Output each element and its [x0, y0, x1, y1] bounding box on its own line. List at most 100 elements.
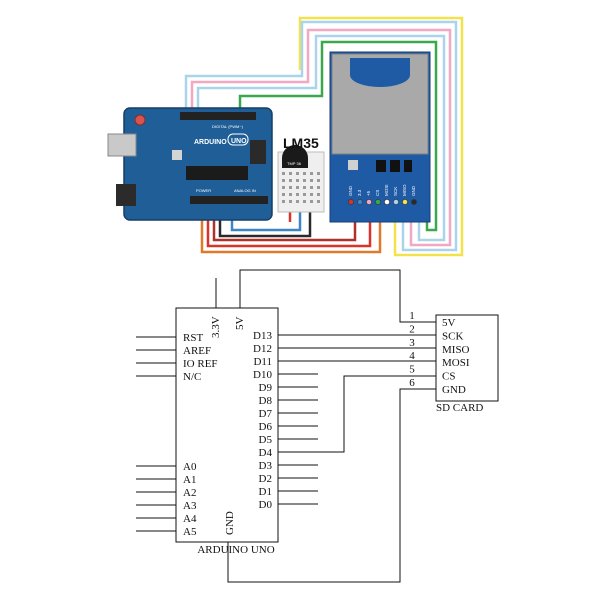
- connector-number: 6: [409, 377, 415, 389]
- sd-pin-dot: [375, 199, 381, 205]
- breadboard-hole: [310, 193, 313, 196]
- connector-number: 2: [409, 323, 415, 335]
- digital-pin-label: D11: [253, 356, 272, 368]
- digital-pin-label: D6: [259, 421, 273, 433]
- arduino-brand: ARDUINO: [194, 139, 227, 146]
- breadboard-hole: [282, 172, 285, 175]
- sd-pin-dot: [384, 199, 390, 205]
- cs-wire: [278, 375, 436, 453]
- arduino-schematic-title: ARDUINO UNO: [197, 544, 274, 556]
- arduino-sub-label: DIGITAL (PWM~): [212, 124, 244, 129]
- wire-black: [218, 205, 312, 238]
- arduino-board: ARDUINO UNO DIGITAL (PWM~) POWER ANALOG …: [107, 107, 273, 221]
- digital-pin-label: D9: [259, 382, 273, 394]
- analog-pin-label: A4: [183, 513, 197, 525]
- breadboard-hole: [303, 172, 306, 175]
- breadboard-hole: [317, 186, 320, 189]
- arduino-schematic-box: [175, 307, 279, 543]
- sd-schematic-pin-label: SCK: [442, 330, 463, 342]
- digital-pin-label: D1: [259, 486, 272, 498]
- breadboard-holes: [282, 172, 320, 203]
- sd-pin-label: CS: [375, 190, 380, 196]
- wiring-illustration: ARDUINO UNO DIGITAL (PWM~) POWER ANALOG …: [107, 16, 464, 257]
- wire-light-blue-2: [196, 34, 446, 242]
- connector-number: 5: [409, 364, 415, 376]
- power-3v3-label: 3.3V: [210, 316, 222, 338]
- analog-pin-label: A5: [183, 526, 197, 538]
- sd-pin-dots: [348, 199, 417, 205]
- breadboard-hole: [310, 200, 313, 203]
- breadboard-hole: [296, 172, 299, 175]
- breadboard-hole: [289, 179, 292, 182]
- sd-pin-dot: [411, 199, 417, 205]
- sd-wires: [184, 16, 464, 257]
- analog-pin-label: A0: [183, 461, 197, 473]
- breadboard-hole: [317, 193, 320, 196]
- wire-green: [238, 40, 438, 232]
- sd-pin-label: MISO: [402, 184, 407, 196]
- left-pin-label: N/C: [183, 371, 201, 383]
- digital-pin-label: D7: [259, 408, 273, 420]
- wire-light-blue: [184, 20, 458, 252]
- sd-pin-dot: [348, 199, 354, 205]
- wire-yellow: [298, 16, 464, 257]
- sd-pin-label: SCK: [393, 187, 398, 196]
- sd-pin-label: +5: [366, 190, 371, 196]
- digital-pin-label: D12: [253, 343, 272, 355]
- connector-number: 1: [409, 310, 415, 322]
- breadboard-hole: [289, 186, 292, 189]
- breadboard-hole: [282, 179, 285, 182]
- wire-red: [206, 200, 372, 248]
- breadboard-hole: [282, 200, 285, 203]
- breadboard-hole: [317, 172, 320, 175]
- sd-schematic-title: SD CARD: [436, 402, 483, 414]
- breadboard-hole: [310, 172, 313, 175]
- left-pin-label: AREF: [183, 345, 211, 357]
- sensor-body: [282, 145, 308, 168]
- digital-pin-label: D10: [253, 369, 272, 381]
- digital-pin-label: D0: [259, 499, 273, 511]
- arduino-power-label: POWER: [196, 188, 211, 193]
- breadboard-hole: [282, 193, 285, 196]
- sd-pin-dot: [402, 199, 408, 205]
- connector-number: 4: [409, 350, 415, 362]
- sd-pin-dot: [366, 199, 372, 205]
- sd-schematic-pin-label: CS: [442, 371, 455, 383]
- reset-button[interactable]: [134, 114, 146, 126]
- sd-pin-dot: [393, 199, 399, 205]
- sd-schematic-pin-label: GND: [442, 384, 466, 396]
- sd-pin-label: GND: [411, 185, 416, 196]
- gnd-label: GND: [224, 511, 236, 535]
- analog-pin-label: A3: [183, 500, 197, 512]
- digital-pin-label: D13: [253, 330, 272, 342]
- analog-pin-label: A1: [183, 474, 196, 486]
- sd-pin-label: 3.3: [357, 189, 362, 196]
- sd-schematic-box: [435, 314, 499, 402]
- sensor-label: LM35: [283, 135, 319, 151]
- breadboard-hole: [303, 179, 306, 182]
- sd-pin-dot: [357, 199, 363, 205]
- left-pin-label: RST: [183, 332, 203, 344]
- breadboard-hole: [310, 186, 313, 189]
- breadboard-hole: [296, 200, 299, 203]
- arduino-analog-label: ANALOG IN: [234, 188, 256, 193]
- breadboard-hole: [296, 193, 299, 196]
- left-pin-label: IO REF: [183, 358, 218, 370]
- arduino-model: UNO: [231, 138, 247, 145]
- sensor-marking: TMP 36: [287, 161, 302, 166]
- breadboard-hole: [282, 186, 285, 189]
- digital-pin-label: D2: [259, 473, 272, 485]
- sd-schematic-pin-label: 5V: [442, 317, 456, 329]
- digital-pin-label: D3: [259, 460, 273, 472]
- breadboard-hole: [289, 172, 292, 175]
- connector-number: 3: [409, 337, 415, 349]
- breadboard-hole: [289, 200, 292, 203]
